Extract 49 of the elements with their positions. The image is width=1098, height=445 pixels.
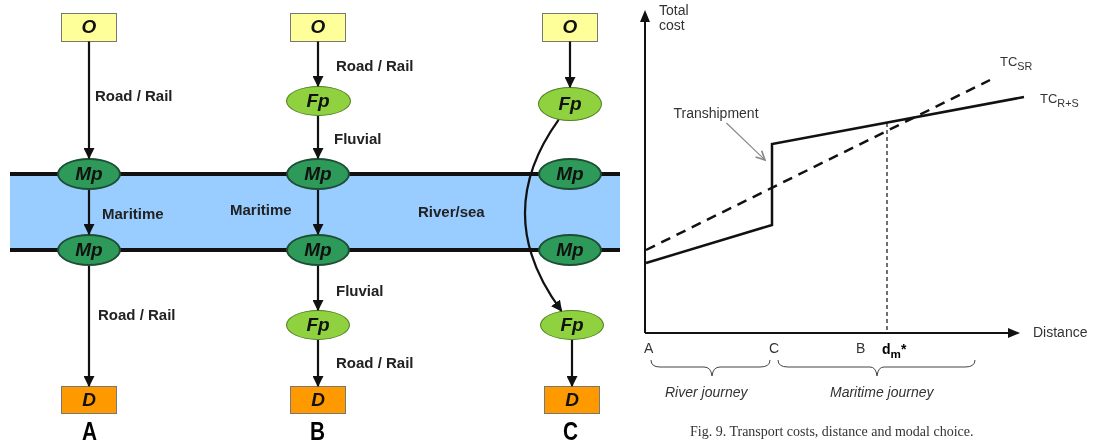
arrow bbox=[312, 266, 324, 312]
tick-label: B bbox=[856, 341, 866, 357]
edge-label: Fluvial bbox=[336, 282, 384, 299]
destination-box: D bbox=[290, 386, 346, 414]
fluvial-port-ellipse: Fp bbox=[540, 310, 604, 340]
segment-label: River journey bbox=[665, 384, 748, 400]
edge-label: Fluvial bbox=[334, 130, 382, 147]
segment-label: Maritime journey bbox=[830, 384, 934, 400]
tick-label: A bbox=[644, 341, 654, 357]
arrow bbox=[83, 190, 95, 236]
arrow bbox=[523, 119, 563, 312]
series-label: TC$_{SR}$ bbox=[1000, 55, 1033, 73]
edge-label: Road / Rail bbox=[336, 57, 414, 74]
tick-label: d$_{m}$* bbox=[882, 341, 907, 360]
column-letter: B bbox=[309, 416, 325, 445]
arrow bbox=[312, 190, 324, 236]
origin-box: O bbox=[542, 12, 598, 42]
edge-label: Maritime bbox=[102, 205, 164, 222]
maritime-port-ellipse: Mp bbox=[57, 158, 121, 190]
fluvial-port-ellipse: Fp bbox=[286, 310, 350, 340]
maritime-port-ellipse: Mp bbox=[538, 158, 602, 190]
arrow bbox=[312, 340, 324, 388]
arrow bbox=[566, 340, 578, 388]
annotation-text: Transhipment bbox=[664, 103, 768, 123]
axis-label: Total cost bbox=[659, 3, 690, 34]
arrow bbox=[312, 116, 324, 160]
column-letter: C bbox=[562, 416, 578, 445]
edge-label: Road / Rail bbox=[336, 354, 414, 371]
maritime-port-ellipse: Mp bbox=[286, 158, 350, 190]
edge-label: Road / Rail bbox=[98, 306, 176, 323]
edge-label: Road / Rail bbox=[95, 87, 173, 104]
origin-box: O bbox=[290, 12, 346, 42]
column-letter: A bbox=[81, 416, 97, 445]
series-label: TC$_{R+S}$ bbox=[1040, 92, 1079, 110]
destination-box: D bbox=[61, 386, 117, 414]
fluvial-port-ellipse: Fp bbox=[285, 86, 351, 116]
fluvial-port-ellipse: Fp bbox=[538, 87, 602, 121]
leader-line bbox=[725, 122, 766, 161]
edge-label: Maritime bbox=[230, 201, 292, 218]
caption: Fig. 9. Transport costs, distance and modal choice. bbox=[690, 424, 974, 440]
destination-box: D bbox=[544, 386, 600, 414]
axis-label: Distance bbox=[1033, 325, 1088, 341]
origin-box: O bbox=[61, 12, 117, 42]
arrow bbox=[564, 41, 576, 89]
arrow bbox=[312, 41, 324, 88]
arrow bbox=[83, 41, 95, 160]
tick-label: C bbox=[769, 341, 780, 357]
arrow bbox=[83, 266, 95, 388]
edge-label: River/sea bbox=[418, 203, 485, 220]
